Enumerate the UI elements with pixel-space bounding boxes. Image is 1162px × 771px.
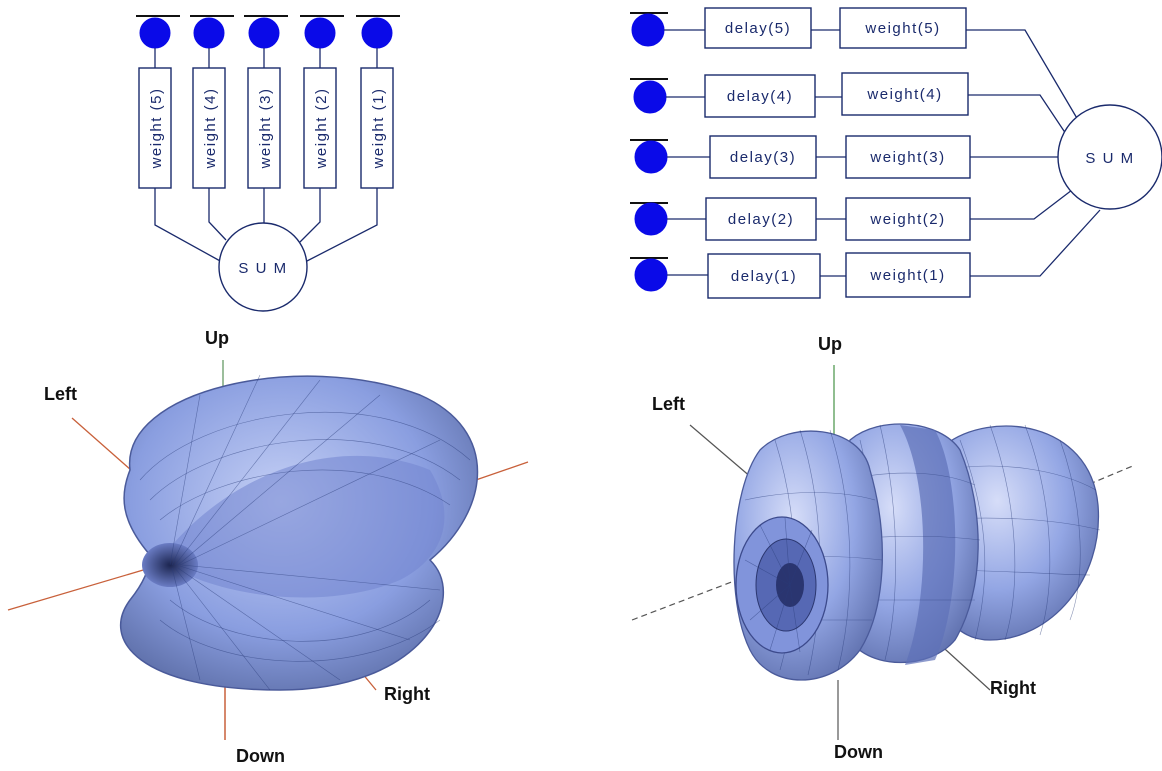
axis-left-upper (689, 424, 753, 479)
weight-label: weight (5) (148, 88, 165, 170)
delay-label: delay(2) (728, 211, 794, 228)
axis-right-upper (469, 461, 529, 483)
sum-node: S U M (218, 222, 308, 312)
weight-label: weight (2) (313, 88, 330, 170)
weight-box: weight (1) (360, 67, 394, 189)
label-down: Down (236, 746, 285, 766)
beam-pattern-endfire: Up Left Right Down (631, 334, 1136, 762)
label-left: Left (44, 384, 77, 404)
input-node (300, 15, 344, 68)
label-right: Right (990, 678, 1036, 698)
sum-label: S U M (238, 260, 287, 277)
beam-pattern-broadside: Up Left Right Down (7, 328, 529, 766)
delay-label: delay(3) (730, 149, 796, 166)
delay-label: delay(5) (725, 20, 791, 37)
weight-box: weight (3) (247, 67, 281, 189)
label-up: Up (818, 334, 842, 354)
delay-label: delay(1) (731, 268, 797, 285)
weight-box: weight (4) (192, 67, 226, 189)
weight-label: weight(4) (866, 86, 942, 103)
delay-row: delay(2) weight(2) (630, 189, 1073, 241)
weight-label: weight(2) (869, 211, 945, 228)
delay-row: delay(5) weight(5) (630, 7, 1079, 121)
delay-row: delay(3) weight(3) (630, 135, 1062, 179)
weight-label: weight (4) (202, 88, 219, 170)
input-node (190, 15, 234, 68)
input-node (136, 15, 180, 68)
weight-box: weight (2) (303, 67, 337, 189)
sum-label: S U M (1085, 150, 1134, 167)
label-left: Left (652, 394, 685, 414)
label-down: Down (834, 742, 883, 762)
radiation-lobe (119, 374, 479, 691)
endfire-aperture (735, 516, 829, 654)
axis-left-upper (71, 417, 141, 479)
label-right: Right (384, 684, 430, 704)
input-node (356, 15, 400, 68)
weight-box: weight (5) (138, 67, 172, 189)
axis-left-lower (7, 567, 151, 611)
axis-left-lower (631, 577, 743, 621)
weight-label: weight (3) (257, 88, 274, 170)
delay-row: delay(1) weight(1) (630, 209, 1101, 299)
delay-label: delay(4) (727, 88, 793, 105)
weight-label: weight (1) (370, 88, 387, 170)
weight-label: weight(1) (869, 267, 945, 284)
weight-label: weight(3) (869, 149, 945, 166)
delay-sum-array-diagram: delay(5) weight(5) delay(4) weight(4) de… (630, 7, 1162, 299)
broadside-array-diagram: weight (5) weight (4) weight (3) weight … (136, 15, 400, 312)
label-up: Up (205, 328, 229, 348)
sum-node: S U M (1057, 104, 1162, 210)
weight-label: weight(5) (864, 20, 940, 37)
delay-row: delay(4) weight(4) (630, 72, 1067, 135)
input-node (244, 15, 288, 68)
